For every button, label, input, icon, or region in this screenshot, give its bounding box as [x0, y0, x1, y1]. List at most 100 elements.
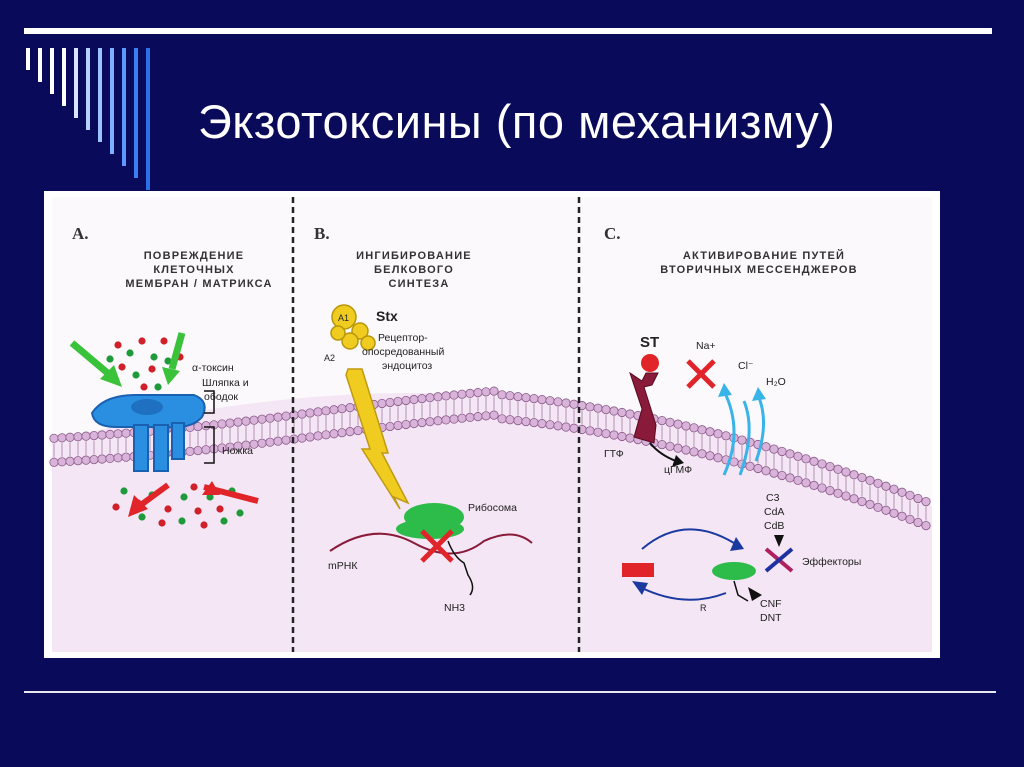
lipid-head [385, 397, 395, 408]
lipid-head [89, 454, 99, 465]
lipid-head [761, 466, 771, 476]
cnf-arrowhead [748, 587, 762, 601]
lipid-head [409, 418, 419, 429]
lipid-head [73, 456, 83, 466]
lipid-head [377, 398, 387, 409]
lipid-head [121, 452, 131, 462]
green-arrow [69, 340, 122, 387]
decorative-bar [134, 48, 138, 178]
label-gtp: ГТФ [604, 448, 624, 460]
particle [138, 337, 146, 345]
lipid-head [441, 391, 451, 401]
lipid-head [329, 429, 339, 439]
particle [126, 349, 134, 357]
decorative-bar [122, 48, 126, 166]
lipid-head [785, 473, 795, 483]
label-stem: Ножка [222, 445, 253, 457]
lipid-head [593, 403, 603, 413]
particle [180, 493, 188, 501]
lipid-head [329, 405, 339, 415]
lipid-head [337, 428, 347, 438]
lipid-head [585, 402, 595, 412]
lipid-head [761, 442, 771, 452]
particle [154, 383, 162, 391]
lipid-head [681, 421, 691, 431]
cycle-arrowhead [632, 581, 648, 595]
particle [194, 507, 202, 515]
lipid-head [257, 414, 267, 424]
lipid-head [601, 404, 611, 415]
particle [206, 493, 214, 501]
lipid-head [665, 441, 675, 451]
particle [236, 509, 244, 517]
lipid-head [81, 455, 91, 465]
lipid-head [105, 453, 115, 464]
panel-a-title-3: МЕМБРАН / МАТРИКСА [125, 278, 272, 290]
cgmp-arrowhead [672, 455, 684, 467]
lipid-head [353, 425, 363, 436]
label-na: Na+ [696, 340, 716, 352]
lipid-head [769, 444, 779, 454]
particle [132, 371, 140, 379]
label-cnf: CNF [760, 598, 782, 610]
lipid-head [273, 436, 283, 446]
label-cda: CdA [764, 506, 784, 518]
decorative-bar [50, 48, 54, 94]
mechanism-figure: A. ПОВРЕЖДЕНИЕ КЛЕТОЧНЫХ МЕМБРАН / МАТРИ… [44, 191, 940, 658]
lipid-head [849, 470, 859, 480]
lipid-head [449, 414, 459, 424]
lipid-head [265, 437, 275, 447]
lipid-head [689, 423, 699, 433]
label-r: R [700, 603, 707, 613]
lipid-head [409, 394, 419, 405]
lipid-head [673, 443, 683, 453]
lipid-head [697, 449, 707, 459]
lipid-head [49, 457, 59, 467]
label-receptor-3: эндоцитоз [382, 360, 432, 372]
lipid-head [521, 392, 531, 403]
lipid-head [225, 418, 235, 428]
effector-arrowhead [774, 535, 784, 547]
lipid-head [449, 390, 459, 400]
lipid-head [873, 502, 883, 512]
lipid-head [785, 449, 795, 459]
lipid-head [609, 406, 619, 416]
label-rim: ободок [204, 391, 238, 403]
lipid-head [793, 475, 803, 485]
lipid-head [265, 413, 275, 423]
lipid-head [777, 470, 787, 481]
r-link [733, 580, 749, 602]
lipid-head [393, 396, 403, 407]
green-arrow [162, 332, 186, 385]
particle [160, 337, 168, 345]
head-bracket [204, 390, 215, 414]
lipid-head [417, 393, 427, 404]
particle [118, 363, 126, 371]
lipid-head [73, 432, 83, 442]
lipid-head [345, 427, 355, 437]
lipid-head [897, 487, 907, 497]
lipid-head [297, 433, 307, 443]
lipid-head [705, 427, 715, 437]
particle [164, 357, 172, 365]
lipid-head [489, 386, 499, 396]
decorative-bar [26, 48, 30, 70]
lipid-head [865, 499, 875, 510]
lipid-head [617, 407, 627, 418]
lipid-head [657, 415, 667, 426]
lipid-head [817, 459, 827, 469]
inhibition-cross-b [420, 529, 454, 563]
lipid-head [697, 425, 707, 435]
lipid-head [777, 446, 787, 457]
lipid-head [705, 451, 715, 461]
lipid-head [913, 493, 923, 504]
peptide-chain [447, 540, 474, 596]
decorative-bar [98, 48, 102, 142]
figure-canvas: A. ПОВРЕЖДЕНИЕ КЛЕТОЧНЫХ МЕМБРАН / МАТРИ… [49, 197, 932, 652]
secretion-arrows [722, 390, 766, 476]
label-alpha-toxin: α-токсин [192, 362, 234, 374]
lipid-head [313, 407, 323, 417]
particle [106, 355, 114, 363]
lipid-head [473, 412, 483, 422]
lipid-head [841, 467, 851, 477]
